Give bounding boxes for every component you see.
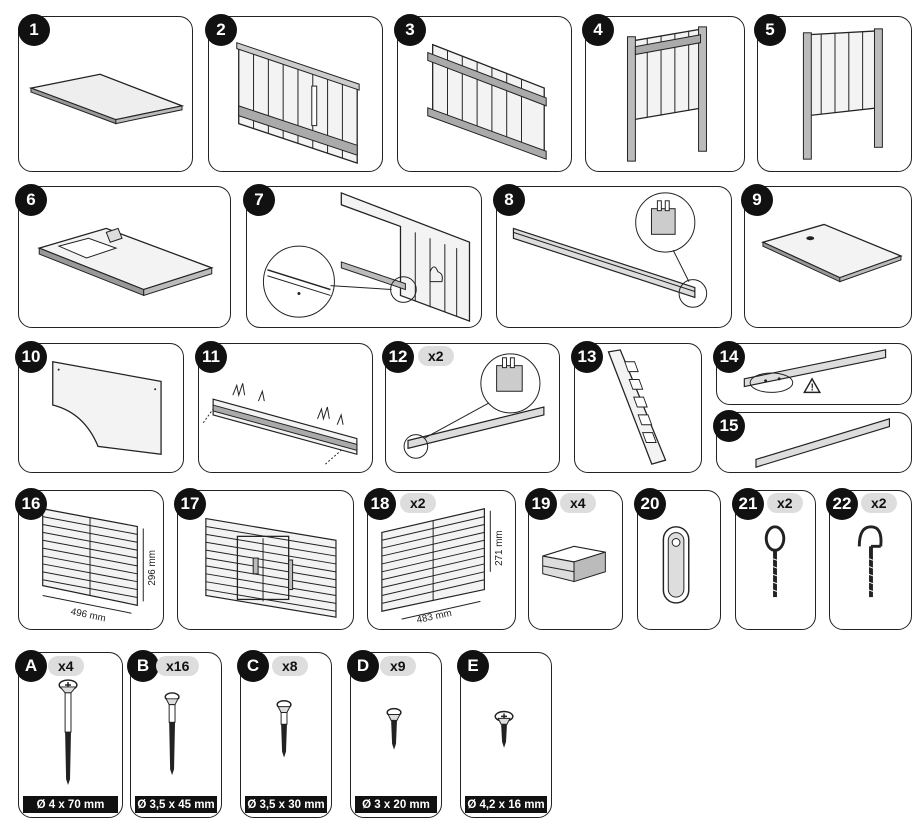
roof-rail-illustration: [512, 192, 708, 308]
part-card-8: [496, 186, 732, 328]
part-card-17: [177, 490, 354, 630]
roof-panel-illustration: [761, 223, 903, 283]
side-wall-left-illustration: [626, 26, 707, 162]
quantity-label: x4: [48, 656, 84, 676]
screw-illustration: [494, 710, 514, 748]
slatted-panel-illustration: 496 mm 296 mm: [42, 508, 158, 625]
front-wall-panel-illustration: [236, 41, 360, 164]
screw-spec: Ø 3 x 20 mm: [355, 796, 437, 813]
part-card-2: [208, 16, 383, 172]
door-latch-illustration: [662, 526, 690, 604]
part-number-badge: 15: [713, 410, 745, 442]
slide-rail-illustration: [403, 353, 545, 459]
part-card-10: [18, 343, 184, 473]
screw-spec: Ø 3,5 x 30 mm: [245, 796, 327, 813]
part-card-9: [744, 186, 912, 328]
part-number-badge: 3: [394, 14, 426, 46]
part-number-badge: 4: [582, 14, 614, 46]
part-number-badge: 7: [243, 184, 275, 216]
part-number-badge: 10: [15, 341, 47, 373]
part-number-badge: 18: [364, 488, 396, 520]
part-card-4: [585, 16, 745, 172]
screw-spec: Ø 4,2 x 16 mm: [465, 796, 547, 813]
part-number-badge: 1: [18, 14, 50, 46]
screw-illustration: [386, 707, 402, 750]
hook-screw-illustration: [857, 525, 883, 598]
part-number-badge: 20: [634, 488, 666, 520]
ramp-panel-illustration: [52, 360, 162, 456]
screw-card-C: Ø 3,5 x 30 mm: [240, 652, 332, 818]
front-rail-illustration: [202, 383, 358, 465]
floor-panel-illustration: [28, 73, 185, 125]
part-card-5: [757, 16, 912, 172]
part-number-badge: 6: [15, 184, 47, 216]
quantity-label: x2: [418, 346, 454, 366]
back-wall-panel-illustration: [427, 43, 547, 160]
quantity-label: x2: [400, 493, 436, 513]
height-dimension: 296 mm: [147, 550, 158, 586]
support-beam-illustration: !: [743, 349, 887, 394]
screw-spec: Ø 3,5 x 45 mm: [135, 796, 217, 813]
part-card-7: [246, 186, 482, 328]
part-number-badge: 17: [174, 488, 206, 520]
divider-wall-illustration: [262, 191, 471, 323]
quantity-label: x9: [380, 656, 416, 676]
base-tray-illustration: [37, 227, 214, 297]
part-letter-badge: D: [347, 650, 379, 682]
quantity-label: x2: [767, 493, 803, 513]
side-wall-right-illustration: [802, 28, 883, 160]
eye-screw-illustration: [764, 525, 786, 598]
part-number-badge: 9: [741, 184, 773, 216]
part-number-badge: 14: [713, 341, 745, 373]
part-letter-badge: A: [15, 650, 47, 682]
part-number-badge: 8: [493, 184, 525, 216]
warning-icon: [803, 377, 822, 394]
slatted-door-panel-illustration: [205, 517, 337, 618]
width-dimension: 483 mm: [416, 608, 453, 626]
part-card-11: [198, 343, 373, 473]
width-dimension: 496 mm: [70, 606, 107, 624]
quantity-label: x2: [861, 493, 897, 513]
screw-card-B: Ø 3,5 x 45 mm: [130, 652, 222, 818]
cross-beam-illustration: [755, 418, 891, 468]
height-dimension: 271 mm: [494, 530, 505, 566]
part-number-badge: 22: [826, 488, 858, 520]
part-letter-badge: B: [127, 650, 159, 682]
part-number-badge: 16: [15, 488, 47, 520]
screw-spec: Ø 4 x 70 mm: [23, 796, 118, 813]
ladder-illustration: [607, 349, 667, 465]
part-number-badge: 21: [732, 488, 764, 520]
part-number-badge: 5: [754, 14, 786, 46]
quantity-label: x4: [560, 493, 596, 513]
part-card-16: 496 mm 296 mm: [18, 490, 164, 630]
part-number-badge: 12: [382, 341, 414, 373]
part-number-badge: 2: [205, 14, 237, 46]
part-card-14: !: [716, 343, 912, 405]
screw-illustration: [58, 679, 78, 786]
part-number-badge: 19: [525, 488, 557, 520]
slatted-side-panel-illustration: 271 mm 483 mm: [381, 507, 505, 626]
part-number-badge: 11: [195, 341, 227, 373]
screw-illustration: [164, 692, 180, 776]
screw-card-E: Ø 4,2 x 16 mm: [460, 652, 552, 818]
screw-illustration: [276, 700, 292, 758]
part-letter-badge: E: [457, 650, 489, 682]
svg-text:!: !: [811, 382, 814, 393]
quantity-label: x8: [272, 656, 308, 676]
part-card-3: [397, 16, 572, 172]
quantity-label: x16: [156, 656, 200, 676]
part-card-1: [18, 16, 193, 172]
part-card-15: [716, 412, 912, 473]
part-number-badge: 13: [571, 341, 603, 373]
feeder-bowl-illustration: [542, 545, 606, 583]
part-letter-badge: C: [237, 650, 269, 682]
part-card-6: [18, 186, 231, 328]
part-card-12: [385, 343, 560, 473]
